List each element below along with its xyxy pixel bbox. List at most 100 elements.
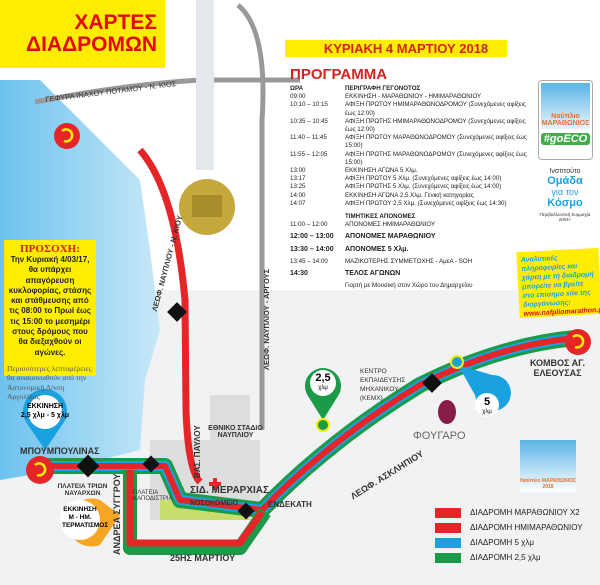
row-time: 11:00 – 12:00 bbox=[290, 221, 328, 229]
legend-swatch bbox=[435, 507, 461, 518]
row-desc: ΑΦΙΞΗ ΠΡΩΤΗΣ ΗΜΙΜΑΡΑΘΩΝΟΔΡΟΜΟΥ (Συνεχόμε… bbox=[345, 117, 526, 134]
award-row: 13:30 – 14:00 ΑΠΟΝΟΜΕΣ 5 Χλμ. bbox=[290, 246, 534, 254]
label-kapodistria: ΠΛΑΤΕΙΑ ΚΑΠΟΔΙΣΤΡΙΑ bbox=[133, 490, 173, 502]
pin-unit: χλμ bbox=[318, 385, 328, 391]
label-stadium: ΕΘΝΙΚΟ ΣΤΑΔΙΟ ΝΑΥΠΛΙΟΥ bbox=[208, 425, 263, 439]
info-text: Αναλυτικές πληροφορίες και χάρτη με τη δ… bbox=[520, 255, 594, 309]
award-row: 14:30 ΤΕΛΟΣ ΑΓΩΝΩΝ bbox=[290, 270, 534, 278]
turnaround-icon bbox=[54, 123, 80, 149]
nafplio-marathon-logo: Ναύπλιο ΜΑΡΑΘΩΝΙΟΣ #goECO bbox=[538, 80, 593, 160]
closing-note: Γιορτή με Μουσική στον Χώρο του Δημαρχεί… bbox=[345, 282, 473, 290]
warning-note: Περισσότερες λεπτομέρειες θα ανακοινωθού… bbox=[7, 363, 92, 402]
legend-swatch bbox=[435, 522, 461, 533]
pin-5km bbox=[458, 365, 511, 411]
legend-item: ΔΙΑΔΡΟΜΗ 5 χλμ bbox=[435, 535, 583, 550]
arrow-icon bbox=[142, 455, 160, 473]
row-desc: ΑΠΟΝΟΜΕΣ ΜΑΡΑΘΩΝΙΟΥ bbox=[345, 233, 436, 241]
bottom-marathon-logo: Ναύπλιο ΜΑΡΑΘΩΝΙΟΣ 2018 bbox=[520, 440, 576, 492]
label-trion-navarhon: ΠΛΑΤΕΙΑ ΤΡΙΩΝ ΝΑΥΑΡΧΩΝ bbox=[57, 483, 108, 497]
label-vas-pavlou: ΒΑΣ. ΠΑΥΛΟΥ bbox=[193, 425, 202, 478]
row-time: 10:35 – 10:45 bbox=[290, 117, 328, 125]
row-desc: ΑΦΙΞΗ ΠΡΩΤΟΥ 5 Χλμ. (Συνεχόμενες αφίξεις… bbox=[345, 175, 502, 183]
row-desc: ΑΠΟΝΟΜΕΣ 5 Χλμ. bbox=[345, 245, 409, 253]
schedule-row: 13:00 ΕΚΚΙΝΗΣΗ ΑΓΩΝΑ 5 Χλμ. bbox=[290, 167, 534, 175]
pin-unit: χλμ bbox=[482, 409, 492, 415]
pin-5km-text: 5 χλμ bbox=[475, 397, 499, 417]
legend-label: ΔΙΑΔΡΟΜΗ ΜΑΡΑΘΩΝΙΟΥ Χ2 bbox=[470, 508, 580, 517]
pin-2-5km-text: 2,5 χλμ bbox=[310, 373, 336, 393]
warning-title: ΠΡΟΣΟΧΗ: bbox=[20, 243, 80, 255]
fougaro-label: ΦΟΥΓΑΡΟ bbox=[413, 430, 466, 442]
warning-box: ΠΡΟΣΟΧΗ: Την Κυριακή 4/03/17, θα υπάρχει… bbox=[4, 240, 96, 401]
turnaround-icon bbox=[565, 329, 591, 355]
row-desc: ΑΠΟΝΟΜΕΣ ΗΜΙΜΑΡΑΘΩΝΙΟΥ bbox=[345, 221, 436, 229]
schedule-row: 10:10 – 10:15 ΑΦΙΞΗ ΠΡΩΤΟΥ ΗΜΙΜΑΡΑΘΩΝΟΔΡΟ… bbox=[290, 101, 534, 117]
label-komvos: ΚΟΜΒΟΣ ΑΓ. ΕΛΕΟΥΣΑΣ bbox=[529, 358, 586, 378]
institute-line: Κόσμο bbox=[547, 197, 583, 209]
legend-item: ΔΙΑΔΡΟΜΗ ΜΑΡΑΘΩΝΙΟΥ Χ2 bbox=[435, 505, 583, 520]
col-desc: ΠΕΡΙΓΡΑΦΗ ΓΕΓΟΝΟΤΟΣ bbox=[345, 85, 421, 92]
pin-value: 2,5 bbox=[315, 372, 331, 384]
institute-logo: Ινστιτούτο Ομάδα για τον Κόσμο Περιβαλλο… bbox=[535, 168, 595, 222]
awards-header: ΤΙΜΗΤΙΚΕΣ ΑΠΟΝΟΜΕΣ bbox=[290, 213, 534, 221]
row-desc: ΑΦΙΞΗ ΠΡΩΤΟΥ ΜΑΡΑΘΩΝΟΔΡΟΜΟΥ (Συνεχόμενες… bbox=[345, 134, 527, 150]
road-bridge bbox=[34, 77, 300, 105]
map-title: ΧΑΡΤΕΣ ΔΙΑΔΡΟΜΩΝ bbox=[0, 0, 165, 68]
legend-item: ΔΙΑΔΡΟΜΗ 2,5 χλμ bbox=[435, 550, 583, 565]
fougaro-logo bbox=[438, 400, 456, 424]
arrow-icon bbox=[237, 502, 255, 520]
row-time: 10:10 – 10:15 bbox=[290, 101, 328, 109]
row-time: 13:30 – 14:00 bbox=[290, 245, 334, 253]
row-desc: ΑΦΙΞΗ ΠΡΩΤΟΥ ΗΜΙΜΑΡΑΘΩΝΟΔΡΟΜΟΥ (Συνεχόμε… bbox=[345, 101, 526, 117]
warning-body: Την Κυριακή 4/03/17, θα υπάρχει απαγόρευ… bbox=[8, 255, 92, 357]
row-time: 11:40 – 11:45 bbox=[290, 134, 327, 142]
row-desc: ΕΚΚΙΝΗΣΗ ΑΓΩΝΑ 5 Χλμ. bbox=[345, 167, 418, 175]
arrow-icon bbox=[422, 373, 442, 393]
row-desc: ΑΦΙΞΗ ΠΡΩΤΟΥ 2,5 Χλμ. (Συνεχόμενες αφίξε… bbox=[345, 199, 507, 207]
label-hospital: ΝΟΣΟΚΟΜΕΙΟ bbox=[190, 500, 239, 507]
row-desc: ΤΕΛΟΣ ΑΓΩΝΩΝ bbox=[345, 270, 401, 278]
hospital-icon bbox=[209, 478, 221, 490]
nafplio-logo-text: Ναύπλιο ΜΑΡΑΘΩΝΙΟΣ bbox=[541, 83, 590, 129]
row-time: 14:30 bbox=[290, 270, 308, 278]
route-band bbox=[45, 330, 576, 555]
closing-note-row: Γιορτή με Μουσική στον Χώρο του Δημαρχεί… bbox=[290, 282, 534, 290]
legend-label: ΔΙΑΔΡΟΜΗ 2,5 χλμ bbox=[470, 553, 541, 562]
label-syggrou: ΑΝΔΡΕΑ ΣΥΓΓΡΟΥ bbox=[112, 473, 122, 555]
route-marathon bbox=[45, 335, 576, 513]
institute-line: για τον bbox=[551, 187, 579, 197]
awards-title: ΤΙΜΗΤΙΚΕΣ ΑΠΟΝΟΜΕΣ bbox=[345, 213, 416, 221]
route-marathon-loop bbox=[137, 147, 203, 485]
row-desc: ΑΦΙΞΗ ΠΡΩΤΗΣ 5 Χλμ. (Συνεχόμενες αφίξεις… bbox=[345, 183, 502, 191]
institute-line: Ινστιτούτο bbox=[549, 168, 581, 175]
turnaround-icon bbox=[26, 456, 54, 484]
road-argos bbox=[236, 3, 266, 430]
row-time: 12:00 – 13:00 bbox=[290, 233, 334, 241]
event-date: ΚΥΡΙΑΚΗ 4 ΜΑΡΤΙΟΥ 2018 bbox=[285, 40, 507, 57]
start-pin-short-text: ΕΚΚΙΝΗΣΗ 2,5 χλμ - 5 χλμ bbox=[10, 402, 80, 420]
row-time: 13:00 bbox=[290, 167, 306, 175]
row-desc: ΜΑΖΙΚΟΤΕΡΗΣ ΣΥΜΜΕΤΟΧΗΣ - ΑμεΑ - SOH bbox=[345, 257, 473, 265]
start-short-sub: 2,5 χλμ - 5 χλμ bbox=[20, 412, 70, 419]
program-title: ΠΡΟΓΡΑΜΜΑ bbox=[290, 66, 388, 83]
institute-line: Ομάδα bbox=[547, 175, 583, 187]
schedule-header: ΩΡΑ ΠΕΡΙΓΡΑΦΗ ΓΕΓΟΝΟΤΟΣ bbox=[290, 85, 534, 93]
arrow-icon bbox=[76, 454, 100, 478]
award-row: 11:00 – 12:00 ΑΠΟΝΟΜΕΣ ΗΜΙΜΑΡΑΘΩΝΙΟΥ bbox=[290, 221, 534, 229]
title-line-2: ΔΙΑΔΡΟΜΩΝ bbox=[25, 33, 157, 56]
row-desc: ΑΦΙΞΗ ΠΡΩΤΗΣ ΜΑΡΑΘΩΝΟΔΡΟΜΟΥ (Συνεχόμενες… bbox=[345, 150, 527, 166]
col-time: ΩΡΑ bbox=[290, 85, 304, 92]
row-time: 09:00 bbox=[290, 93, 306, 101]
arrow-icon bbox=[167, 302, 187, 322]
title-line-1: ΧΑΡΤΕΣ bbox=[74, 11, 157, 34]
label-sid-merarchias: ΣΙΔ. ΜΕΡΑΡΧΙΑΣ bbox=[190, 485, 270, 496]
institute-caption: Περιβαλλοντική Συμμαχία 2004+ bbox=[539, 212, 591, 222]
legend-swatch bbox=[435, 552, 461, 563]
